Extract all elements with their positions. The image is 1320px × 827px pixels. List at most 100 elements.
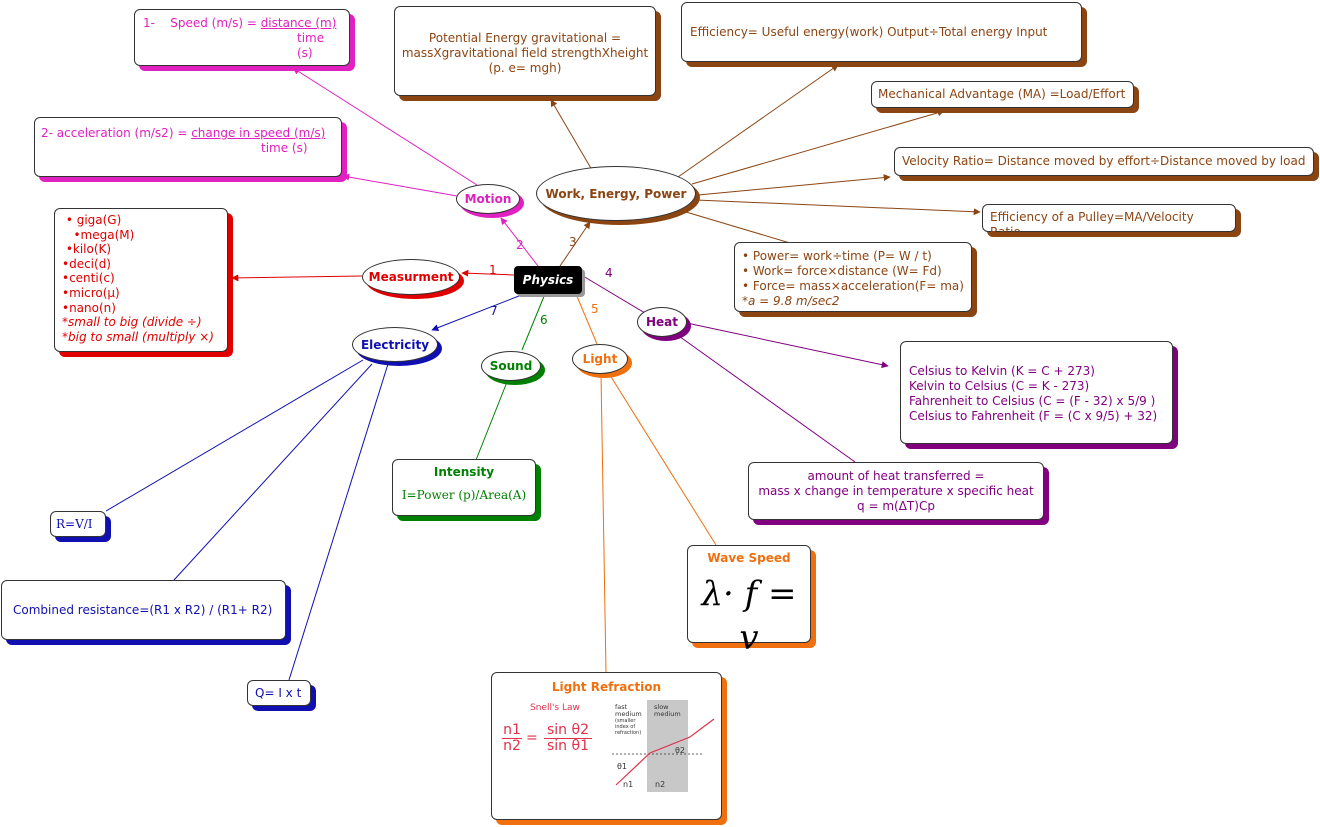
intensity-title: Intensity xyxy=(433,465,495,479)
force-line: • Force= mass×acceleration(F= ma) xyxy=(742,279,964,293)
prefix-kilo: •kilo(K) xyxy=(62,242,112,257)
fast-medium-note: (smaller index of refraction) xyxy=(615,718,642,736)
ohms-law-text: R=V/I xyxy=(56,517,93,531)
light-refraction-title: Light Refraction xyxy=(551,680,662,694)
celsius-to-kelvin: Celsius to Kelvin (K = C + 273) xyxy=(909,364,1095,378)
prefix-nano: •nano(n) xyxy=(62,300,116,315)
gravity-line: *a = 9.8 m/sec2 xyxy=(742,294,840,308)
n1-medium-label: n1 xyxy=(623,780,634,789)
power-work-force-box: • Power= work÷time (P= W / t) • Work= fo… xyxy=(734,242,972,312)
edge-physics-electric xyxy=(431,293,525,331)
edge-heat-transfer xyxy=(675,333,856,463)
index-n2: n2 xyxy=(502,738,522,754)
edge-number-3: 3 xyxy=(569,235,577,249)
index-n1: n1 xyxy=(503,722,521,738)
intensity-formula: I=Power (p)/Area(A) xyxy=(401,488,527,502)
edge-light-refraction xyxy=(600,373,607,674)
acceleration-numerator: change in speed (m/s) xyxy=(191,126,326,140)
fast-medium-text: fast medium xyxy=(615,703,642,718)
light-ray xyxy=(615,718,715,786)
speed-numerator: distance (m) xyxy=(260,16,337,30)
wave-speed-box: Wave Speed λ· f = v xyxy=(687,545,811,658)
heat-transfer-line-1: amount of heat transferred = xyxy=(807,469,985,483)
temperature-conversion-box: Celsius to Kelvin (K = C + 273) Kelvin t… xyxy=(900,341,1173,444)
kelvin-to-celsius: Kelvin to Celsius (C = K - 273) xyxy=(909,379,1090,393)
edge-energy-ma xyxy=(691,109,945,185)
heat-label: Heat xyxy=(645,315,678,329)
measurement-label: Measurment xyxy=(368,270,454,284)
velocity-ratio-text: Velocity Ratio= Distance moved by effort… xyxy=(902,154,1306,168)
prefix-deci: •deci(d) xyxy=(62,256,111,271)
electricity-node[interactable]: Electricity xyxy=(352,327,438,362)
edge-number-2: 2 xyxy=(516,238,524,252)
combined-resistance-box: Combined resistance=(R1 x R2) / (R1+ R2) xyxy=(1,580,286,640)
light-label: Light xyxy=(582,352,618,366)
big-to-small-note: *big to small (multiply ×) xyxy=(62,329,214,344)
edge-physics-light xyxy=(575,293,598,345)
theta1-label: θ1 xyxy=(617,762,627,771)
speed-prefix: 1- Speed (m/s) = xyxy=(143,16,261,30)
pe-line-3: (p. e= mgh) xyxy=(488,61,562,75)
charge-formula-text: Q= I x t xyxy=(255,686,302,700)
energy-label: Work, Energy, Power xyxy=(545,186,687,201)
edge-number-7: 7 xyxy=(490,304,498,318)
heat-node[interactable]: Heat xyxy=(637,307,687,337)
prefix-mega: •mega(M) xyxy=(62,227,135,242)
mechanical-advantage-text: Mechanical Advantage (MA) =Load/Effort xyxy=(878,87,1126,101)
edge-number-5: 5 xyxy=(591,302,599,316)
edge-motion-accel xyxy=(342,173,458,197)
slow-medium-label: slow medium xyxy=(654,703,681,718)
acceleration-prefix: 2- acceleration (m/s2) = xyxy=(41,126,192,140)
physics-node[interactable]: Physics xyxy=(514,266,582,294)
edge-number-6: 6 xyxy=(540,313,548,327)
theta2-label: θ2 xyxy=(675,746,685,755)
edge-physics-measure xyxy=(461,269,515,277)
measurement-node[interactable]: Measurment xyxy=(362,259,460,295)
celsius-to-fahrenheit: Celsius to Fahrenheit (F = (C x 9/5) + 3… xyxy=(909,409,1158,423)
motion-node[interactable]: Motion xyxy=(456,184,520,214)
heat-transfer-line-3: q = m(ΔT)Cp xyxy=(857,499,935,513)
sine-theta1: sin θ1 xyxy=(544,738,592,754)
pulley-efficiency-box: Efficiency of a Pulley=MA/Velocity Ratio xyxy=(982,204,1236,239)
index-fraction: n1 n2 xyxy=(502,723,522,754)
heat-transfer-line-2: mass x change in temperature x specific … xyxy=(758,484,1034,498)
light-node[interactable]: Light xyxy=(572,344,628,374)
mechanical-advantage-box: Mechanical Advantage (MA) =Load/Effort xyxy=(871,81,1134,108)
edge-measure-prefixes xyxy=(231,274,363,282)
energy-node[interactable]: Work, Energy, Power xyxy=(536,166,696,221)
prefix-centi: •centi(c) xyxy=(62,271,115,286)
snells-law-label: Snell's Law xyxy=(530,703,580,713)
ohms-law-box: R=V/I xyxy=(50,511,106,537)
fast-medium-label: fast medium (smaller index of refraction… xyxy=(615,703,647,737)
edge-light-wave xyxy=(607,371,717,546)
equals-sign: = xyxy=(526,730,538,746)
edge-physics-sound xyxy=(521,293,546,351)
sound-node[interactable]: Sound xyxy=(481,351,541,381)
sine-theta2: sin θ2 xyxy=(547,722,589,738)
heat-transfer-box: amount of heat transferred = mass x chan… xyxy=(748,462,1044,520)
edge-heat-conversion xyxy=(681,321,889,369)
prefix-giga: • giga(G) xyxy=(62,213,122,227)
charge-formula-box: Q= I x t xyxy=(247,680,311,706)
prefix-micro: •micro(µ) xyxy=(62,285,120,300)
efficiency-box: Efficiency= Useful energy(work) Output÷T… xyxy=(681,2,1082,62)
velocity-ratio-box: Velocity Ratio= Distance moved by effort… xyxy=(894,147,1314,176)
wave-speed-title: Wave Speed xyxy=(707,551,791,565)
acceleration-denominator: time (s) xyxy=(261,141,308,155)
edge-energy-vr xyxy=(697,174,891,196)
edge-electric-charge xyxy=(288,363,389,681)
edge-electric-ohm xyxy=(105,359,364,512)
edge-energy-pulley xyxy=(695,199,981,216)
edge-motion-speed xyxy=(292,67,478,186)
combined-resistance-text: Combined resistance=(R1 x R2) / (R1+ R2) xyxy=(13,603,273,617)
sound-label: Sound xyxy=(489,359,533,373)
edge-energy-efficiency xyxy=(677,64,839,178)
pe-line-2: massXgravitational field strengthXheight xyxy=(401,46,649,60)
fahrenheit-to-celsius: Fahrenheit to Celsius (C = (F - 32) x 5/… xyxy=(909,394,1156,408)
potential-energy-box: Potential Energy gravitational = massXgr… xyxy=(394,6,656,96)
efficiency-text: Efficiency= Useful energy(work) Output÷T… xyxy=(690,25,1048,39)
si-prefixes-box: • giga(G) •mega(M) •kilo(K) •deci(d) •ce… xyxy=(54,208,228,352)
edge-sound-intensity xyxy=(475,381,508,461)
n2-medium-label: n2 xyxy=(655,780,666,789)
